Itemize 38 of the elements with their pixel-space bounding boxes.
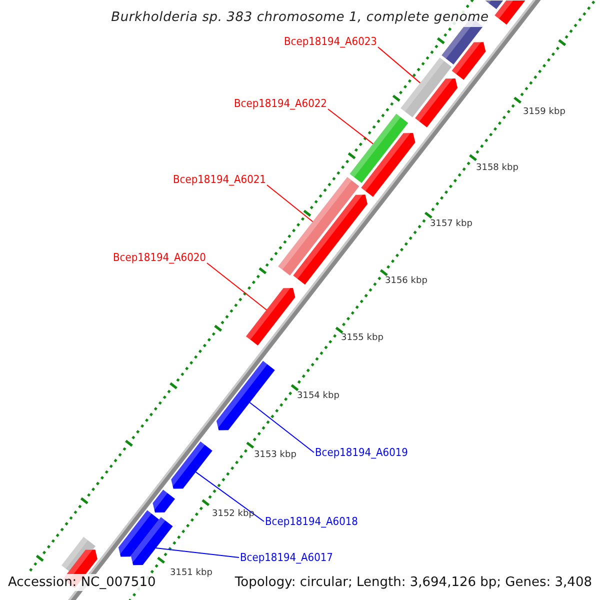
leader-line <box>377 46 421 84</box>
gene-feature <box>361 132 416 197</box>
tick-label: 3153 kbp <box>254 450 296 461</box>
gene-feature <box>494 0 526 25</box>
gene-bar <box>350 114 408 184</box>
leader-line <box>266 184 314 222</box>
gene-label: Bcep18194_A6019 <box>315 446 408 459</box>
gene-bar <box>400 58 452 118</box>
tick-label: 3154 kbp <box>297 391 340 402</box>
leader-line <box>155 548 240 558</box>
tick-label: 3158 kbp <box>476 163 518 174</box>
tick-label: 3155 kbp <box>341 333 384 344</box>
gene-label: Bcep18194_A6023 <box>284 35 377 48</box>
gene-feature <box>171 442 212 489</box>
leader-line <box>195 472 264 522</box>
tick-label: 3159 kbp <box>523 107 566 118</box>
gene-feature <box>246 286 296 346</box>
gene-feature <box>118 510 160 557</box>
gene-label: Bcep18194_A6020 <box>113 251 206 264</box>
gene-bar <box>485 0 504 10</box>
leader-line <box>206 262 267 310</box>
gene-feature <box>152 490 175 512</box>
tick-label: 3151 kbp <box>170 568 212 579</box>
gene-label: Bcep18194_A6022 <box>234 97 327 110</box>
tick-label: 3157 kbp <box>430 219 472 230</box>
gene-feature <box>216 360 275 430</box>
leader-line <box>327 108 374 144</box>
gene-feature <box>415 77 458 128</box>
gene-label: Bcep18194_A6018 <box>265 515 358 528</box>
gene-label: Bcep18194_A6017 <box>240 551 333 564</box>
gene-feature <box>293 193 368 285</box>
leader-line <box>249 402 314 453</box>
gene-label: Bcep18194_A6021 <box>173 173 266 186</box>
tick-label: 3156 kbp <box>385 276 428 287</box>
gene-bar <box>278 177 360 276</box>
gene-feature <box>452 40 486 80</box>
gene-feature <box>130 517 173 566</box>
tick-label: 3152 kbp <box>212 509 254 520</box>
